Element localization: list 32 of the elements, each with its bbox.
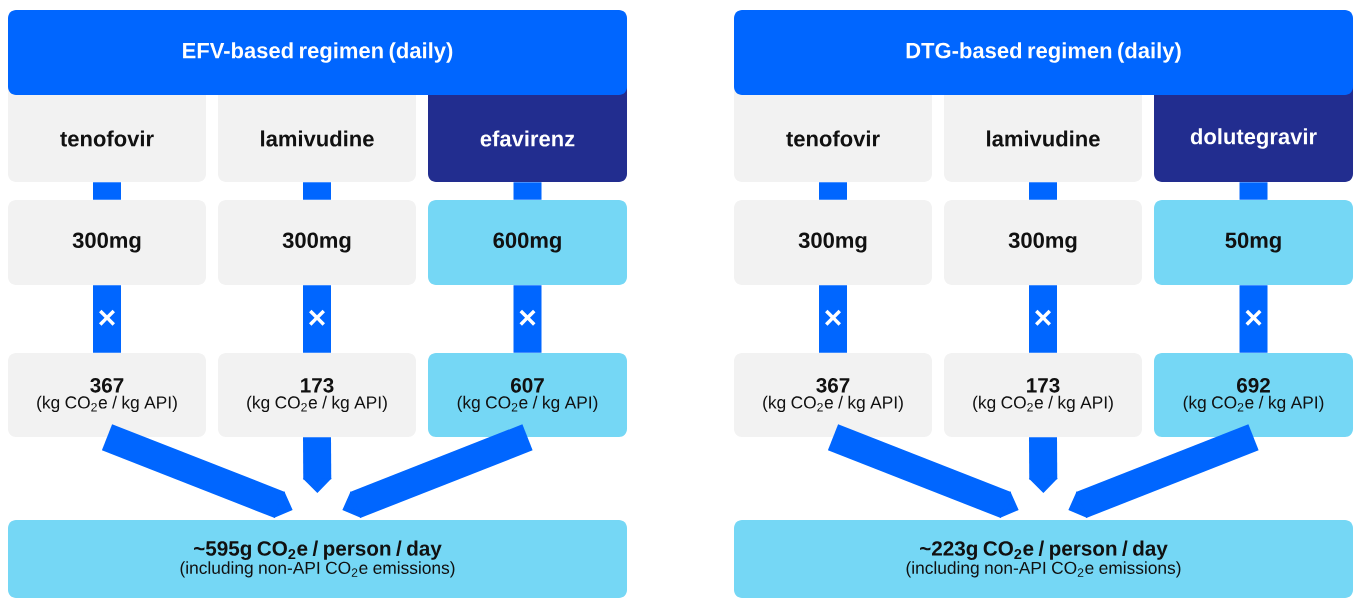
dose-box: 300mg — [8, 200, 206, 285]
drug-box: dolutegravir — [1154, 85, 1353, 182]
multiply-sign: × — [99, 309, 115, 326]
emission-factor-box: 692 (kg CO$_{2}$e / kg API) — [1154, 353, 1353, 437]
emission-factor-box: 607 (kg CO$_{2}$e / kg API) — [428, 353, 627, 437]
drug-box: efavirenz — [428, 85, 627, 182]
emission-factor-box: 173 (kg CO$_{2}$e / kg API) — [218, 353, 416, 437]
arrow — [101, 424, 293, 519]
total-emission-box: ~595g CO$_{2}$e / person / day (including non-API CO$_{2}$e emissions) — [8, 520, 627, 598]
multiply-sign: × — [519, 309, 536, 326]
regimen-header: DTG-based regimen (daily) — [734, 10, 1353, 95]
regimen-header: EFV-based regimen (daily) — [8, 10, 627, 95]
arrow — [827, 424, 1019, 519]
drug-box: tenofovir — [734, 85, 932, 182]
emission-factor-box: 173 (kg CO$_{2}$e / kg API) — [944, 353, 1142, 437]
arrow — [1068, 424, 1259, 519]
drug-box: tenofovir — [8, 85, 206, 182]
multiply-sign: × — [825, 309, 841, 326]
total-emission-box: ~223g CO$_{2}$e / person / day (including non-API CO$_{2}$e emissions) — [734, 520, 1353, 598]
arrow — [342, 424, 533, 519]
drug-box: lamivudine — [944, 85, 1142, 182]
emission-factor-box: 367 (kg CO$_{2}$e / kg API) — [8, 353, 206, 437]
dose-box: 300mg — [734, 200, 932, 285]
dose-box: 600mg — [428, 200, 627, 285]
emission-factor-box: 367 (kg CO$_{2}$e / kg API) — [734, 353, 932, 437]
dose-box: 50mg — [1154, 200, 1353, 285]
multiply-sign: × — [1245, 309, 1262, 326]
multiply-sign: × — [1035, 309, 1051, 326]
drug-box: lamivudine — [218, 85, 416, 182]
multiply-sign: × — [309, 309, 325, 326]
dose-box: 300mg — [944, 200, 1142, 285]
dose-box: 300mg — [218, 200, 416, 285]
